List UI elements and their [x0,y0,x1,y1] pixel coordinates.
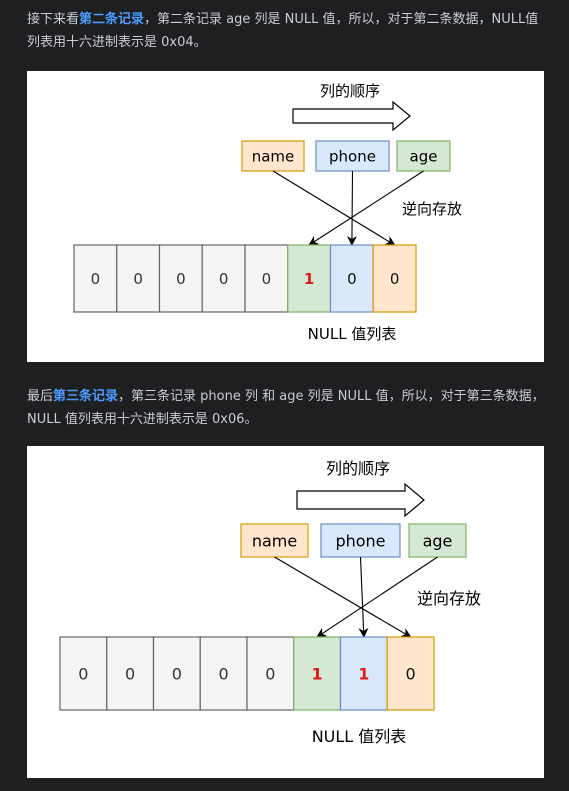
null-bit-cell [116,244,161,313]
mapping-arrow-age [316,556,438,638]
para2-highlight: 第三条记录 [53,389,119,404]
column-label-name: name [252,147,295,165]
null-bit-value: 0 [406,664,416,683]
null-bit-value: 0 [172,664,182,683]
null-bit-cell [244,244,289,313]
column-label-phone: phone [329,147,376,165]
column-label-age: age [423,531,453,550]
mapping-arrow-name [274,556,412,638]
para2-text-before: 最后 [27,389,54,404]
column-box-phone [320,523,401,558]
column-label-phone: phone [335,531,385,550]
null-bit-value: 1 [358,664,369,683]
column-box-name [241,140,305,172]
mapping-arrow-phone [346,170,357,246]
null-bit-value: 0 [91,270,101,288]
null-bit-cell [158,244,203,313]
para1-text-after: ，第二条记录 age 列是 NULL 值，所以，对于第二条数据，NULL值列表用… [27,12,539,50]
null-list-caption: NULL 值列表 [308,325,397,343]
null-bit-cell [201,244,246,313]
null-bit-cell [293,636,342,711]
mapping-arrow-name [272,170,396,246]
null-bit-cell [152,636,201,711]
null-bit-value: 1 [312,664,323,683]
null-bit-value: 0 [78,664,88,683]
null-bit-cell [287,244,332,313]
paragraph-record-3: 最后第三条记录，第三条记录 phone 列 和 age 列是 NULL 值，所以… [27,385,547,431]
null-bit-cell [246,636,295,711]
null-bit-cell [372,244,417,313]
paragraph-record-2: 接下来看第二条记录，第二条记录 age 列是 NULL 值，所以，对于第二条数据… [27,8,547,54]
column-order-arrow [296,482,425,518]
null-bit-value: 0 [219,664,229,683]
column-label-age: age [410,147,438,165]
null-bit-value: 1 [304,270,314,288]
null-bit-value: 0 [176,270,186,288]
null-bit-value: 0 [125,664,135,683]
null-bit-value: 0 [265,664,275,683]
null-bit-value: 0 [262,270,272,288]
null-bit-cell [386,636,435,711]
column-box-age [396,140,451,172]
column-order-arrow [292,100,411,132]
null-bit-cell [73,244,118,313]
null-list-caption: NULL 值列表 [312,727,407,746]
null-bit-value: 0 [390,270,400,288]
null-bit-cell [106,636,155,711]
para2-text-after: ，第三条记录 phone 列 和 age 列是 NULL 值，所以，对于第三条数… [27,389,545,427]
reverse-storage-label: 逆向存放 [402,200,462,218]
null-bit-cell [339,636,388,711]
mapping-arrow-age [308,170,424,246]
null-bit-value: 0 [347,270,357,288]
null-bit-value: 0 [133,270,143,288]
reverse-storage-label: 逆向存放 [417,589,481,608]
null-bit-cell [199,636,248,711]
column-order-label: 列的顺序 [320,82,380,100]
column-order-label: 列的顺序 [326,459,390,478]
para1-text-before: 接下来看 [27,12,80,27]
column-box-phone [315,140,390,172]
null-bit-value: 0 [219,270,229,288]
column-label-name: name [252,531,297,550]
mapping-arrow-phone [358,556,369,638]
para1-highlight: 第二条记录 [79,12,145,27]
null-bit-cell [59,636,108,711]
